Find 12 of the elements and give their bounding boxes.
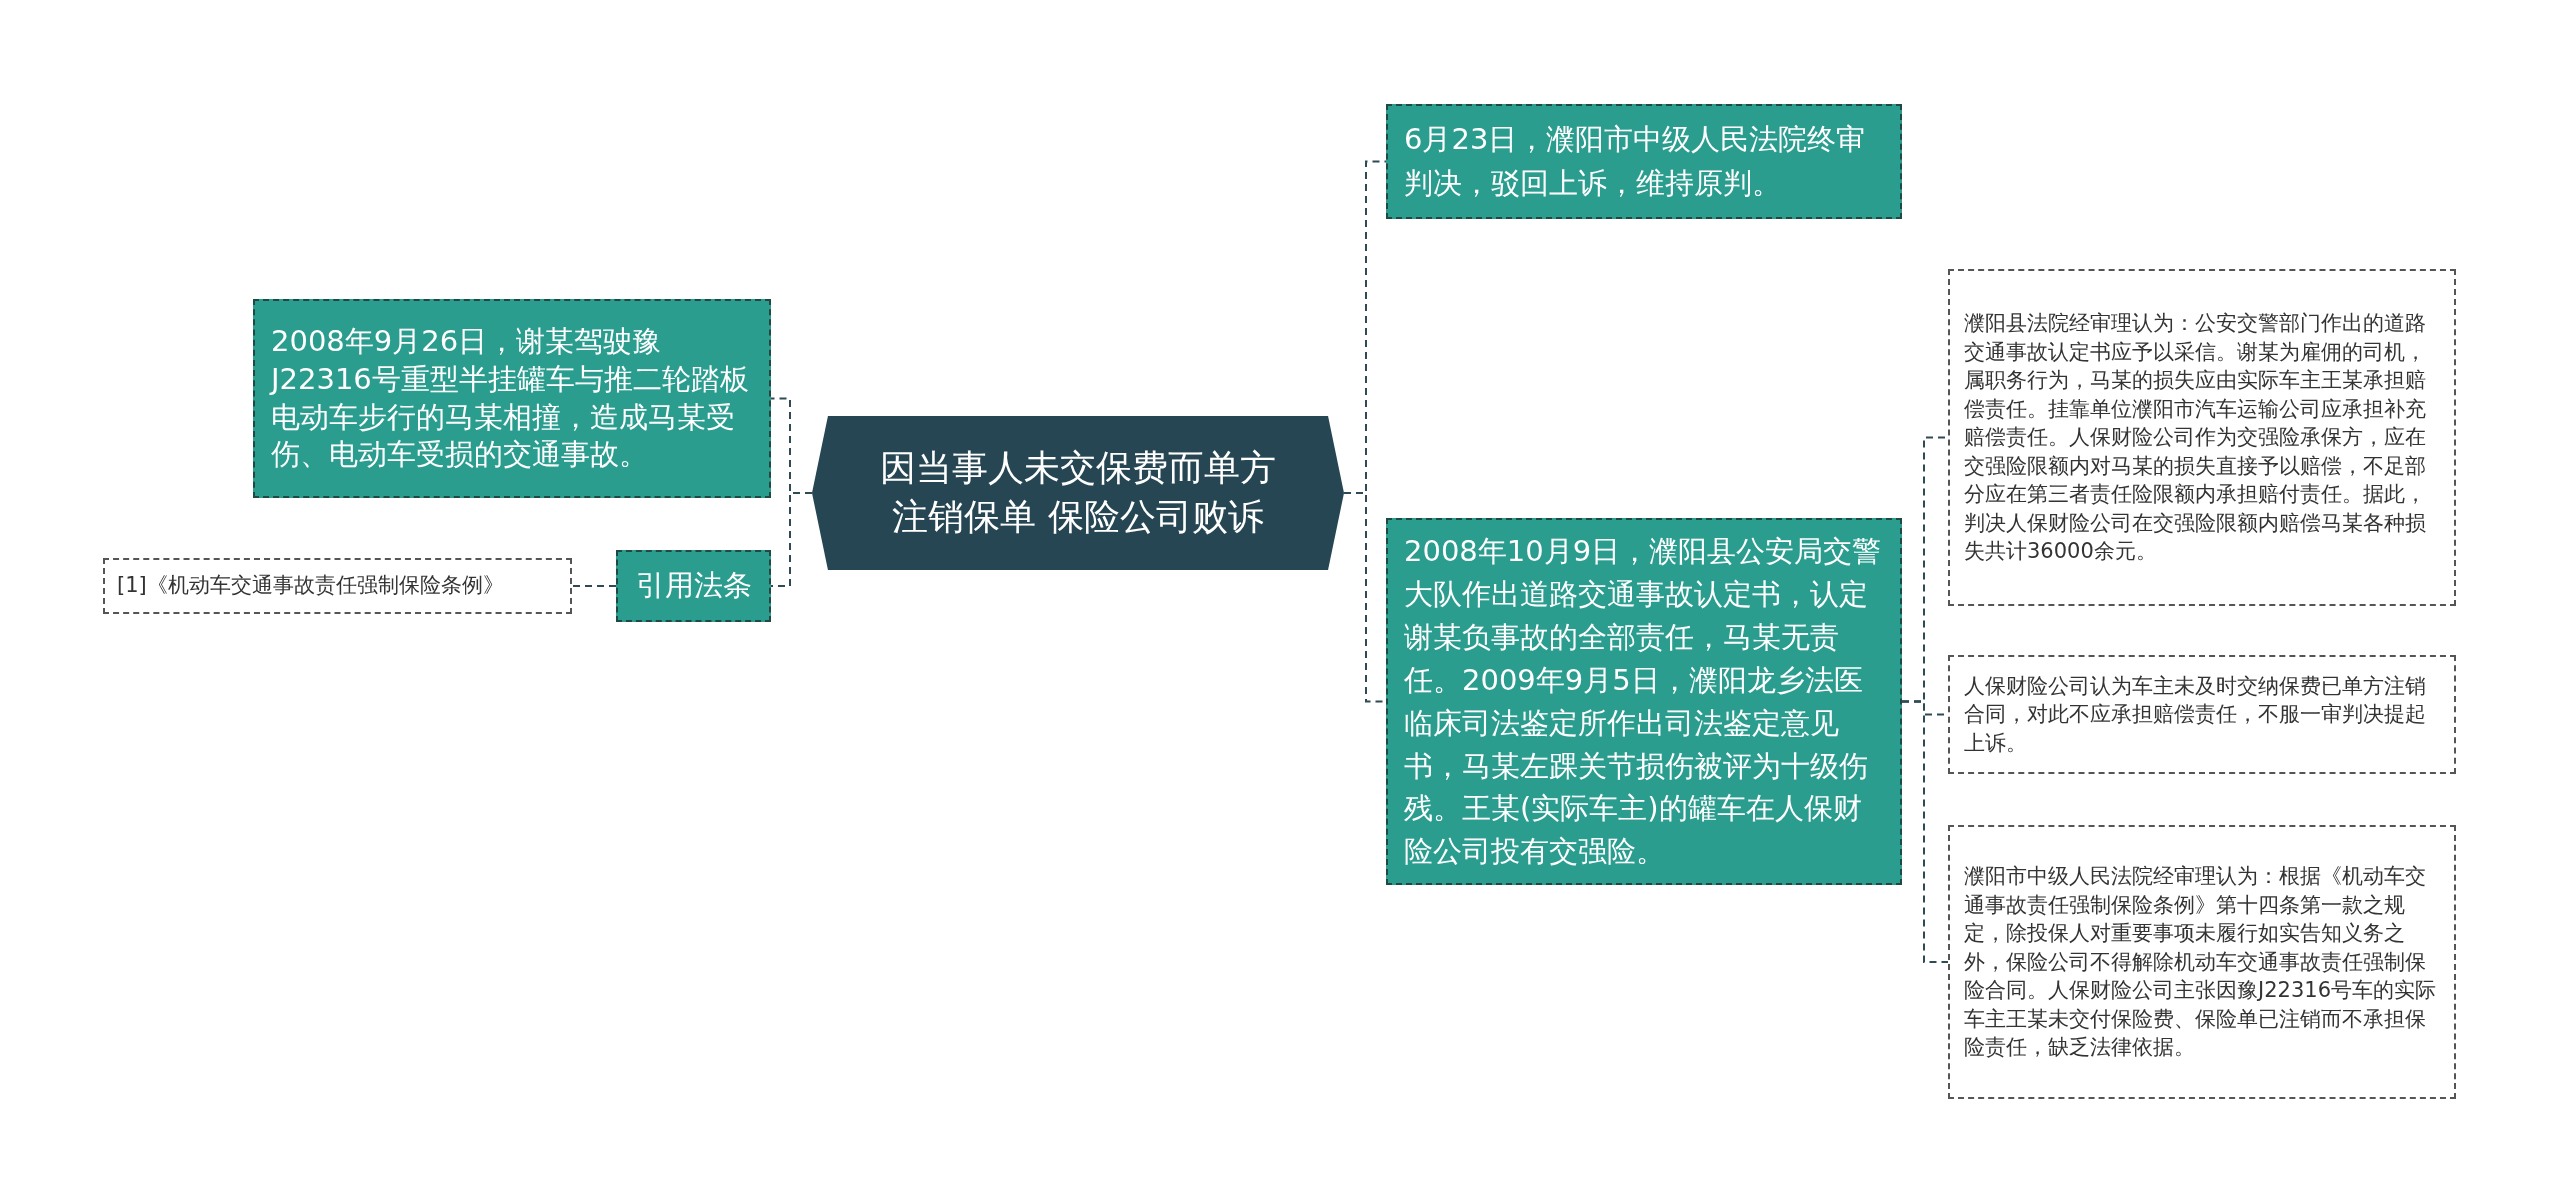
event-box: 2008年10月9日，濮阳县公安局交警大队作出道路交通事故认定书，认定谢某负事故的全部责任，马某无责任。2009年9月5日，濮阳龙乡法医临床司法鉴定所作出司法鉴定意见书，马某左踝关节损伤被评为十级伤残。王某(实际车主)的罐车在人保财险公司投有交强险。 bbox=[1386, 518, 1902, 886]
event-box: 6月23日，濮阳市中级人民法院终审判决，驳回上诉，维持原判。 bbox=[1386, 104, 1902, 219]
event-box: 2008年9月26日，谢某驾驶豫J22316号重型半挂罐车与推二轮踏板电动车步行的马某相撞，造成马某受伤、电动车受损的交通事故。 bbox=[253, 299, 771, 498]
central-topic-box: 因当事人未交保费而单方注销保单 保险公司败诉 bbox=[812, 416, 1344, 570]
note-box: 人保财险公司认为车主未及时交纳保费已单方注销合同，对此不应承担赔偿责任，不服一审判决提起上诉。 bbox=[1948, 655, 2456, 774]
connector bbox=[1901, 700, 1949, 963]
note-box: 濮阳县法院经审理认为：公安交警部门作出的道路交通事故认定书应予以采信。谢某为雇佣的司机，属职务行为，马某的损失应由实际车主王某承担赔偿责任。挂靠单位濮阳市汽车运输公司应承担补充赔偿责任。人保财险公司作为交强险承保方，应在交强险限额内对马某的损失直接予以赔偿，不足部分应在第三者责任险限额内承担赔付责任。据此，判决人保财险公司在交强险限额内赔偿马某各种损失共计36000余元。 bbox=[1948, 269, 2456, 606]
connector bbox=[571, 585, 617, 587]
connector bbox=[770, 492, 813, 587]
citation-box: [1]《机动车交通事故责任强制保险条例》 bbox=[103, 558, 572, 614]
note-box: 濮阳市中级人民法院经审理认为：根据《机动车交通事故责任强制保险条例》第十四条第一款之规定，除投保人对重要事项未履行如实告知义务之外，保险公司不得解除机动车交通事故责任强制保险合同。人保财险公司主张因豫J22316号车的实际车主王某未交付保险费、保险单已注销而不承担保险责任，缺乏法律依据。 bbox=[1948, 825, 2456, 1099]
topic-box: 引用法条 bbox=[616, 550, 771, 622]
